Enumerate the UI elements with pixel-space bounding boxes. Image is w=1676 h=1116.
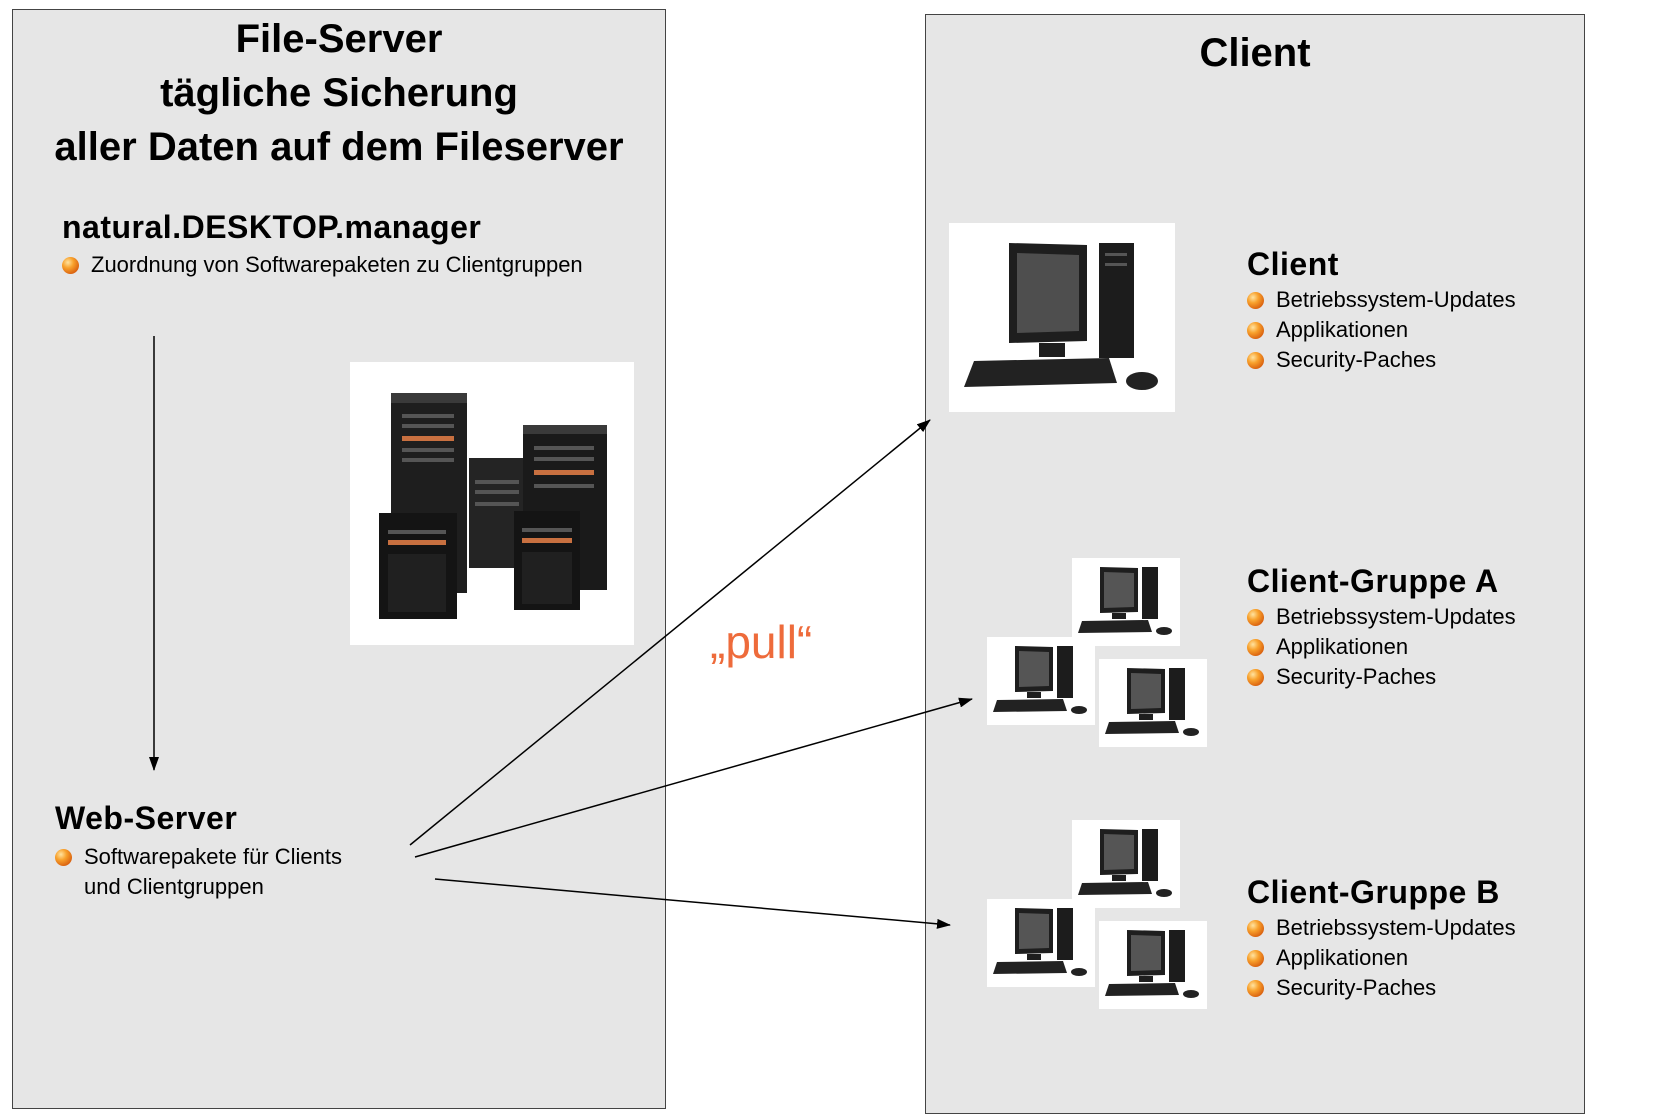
client-heading: Client bbox=[1247, 246, 1339, 282]
list-item: Security-Paches bbox=[1247, 973, 1516, 1003]
arrow-icon bbox=[414, 697, 973, 858]
file-server-title-line: aller Daten auf dem Fileserver bbox=[54, 125, 624, 169]
list-item: Applikationen bbox=[1247, 943, 1516, 973]
pull-label: „pull“ bbox=[710, 616, 813, 668]
bullet-orb-icon bbox=[55, 849, 72, 866]
manager-bullet-text: Zuordnung von Softwarepaketen zu Clientg… bbox=[91, 252, 583, 277]
desktop-computer-icon bbox=[1078, 567, 1172, 635]
bullet-text: Applikationen bbox=[1276, 945, 1409, 970]
bullet-text: Security-Paches bbox=[1276, 664, 1437, 689]
bullet-orb-icon bbox=[1247, 292, 1264, 309]
bullet-orb-icon bbox=[1247, 980, 1264, 997]
desktop-computer-icon bbox=[1105, 930, 1199, 998]
bullet-text: Security-Paches bbox=[1276, 347, 1437, 372]
web-server-heading: Web-Server bbox=[55, 800, 238, 836]
manager-bullet-list: Zuordnung von Softwarepaketen zu Clientg… bbox=[62, 250, 583, 280]
bullet-text: Betriebssystem-Updates bbox=[1276, 915, 1516, 940]
bullet-text: Betriebssystem-Updates bbox=[1276, 604, 1516, 629]
desktop-computer-icon bbox=[964, 243, 1158, 390]
web-server-bullet-text: Softwarepakete für Clients und Clientgru… bbox=[84, 844, 343, 899]
file-server-title-line: tägliche Sicherung bbox=[160, 71, 518, 115]
client-group-a-photo bbox=[1072, 558, 1180, 646]
desktop-computer-icon bbox=[1078, 829, 1172, 897]
client-group-a-heading: Client-Gruppe A bbox=[1247, 563, 1499, 599]
client-group-b-photo bbox=[1072, 820, 1180, 908]
client-group-a-bullet-list: Betriebssystem-Updates Applikationen Sec… bbox=[1247, 602, 1516, 692]
file-server-title-line: File-Server bbox=[235, 17, 443, 61]
arrow-icon bbox=[409, 419, 931, 846]
client-photo bbox=[949, 223, 1175, 412]
client-group-a-photo bbox=[987, 637, 1095, 725]
bullet-text: Betriebssystem-Updates bbox=[1276, 287, 1516, 312]
client-bullet-list: Betriebssystem-Updates Applikationen Sec… bbox=[1247, 285, 1516, 375]
client-group-b-photo bbox=[987, 899, 1095, 987]
bullet-text: Applikationen bbox=[1276, 634, 1409, 659]
list-item: Zuordnung von Softwarepaketen zu Clientg… bbox=[62, 250, 583, 280]
bullet-orb-icon bbox=[1247, 920, 1264, 937]
arrow-icon bbox=[434, 878, 951, 929]
bullet-orb-icon bbox=[1247, 322, 1264, 339]
file-server-title: File-Server tägliche Sicherung aller Dat… bbox=[12, 12, 666, 174]
desktop-computer-icon bbox=[1105, 668, 1199, 736]
server-rack-icon bbox=[379, 393, 607, 619]
list-item: Betriebssystem-Updates bbox=[1247, 285, 1516, 315]
client-group-a-photo bbox=[1099, 659, 1207, 747]
bullet-text: Security-Paches bbox=[1276, 975, 1437, 1000]
desktop-computer-icon bbox=[993, 646, 1087, 714]
client-group-b-photo bbox=[1099, 921, 1207, 1009]
list-item: Betriebssystem-Updates bbox=[1247, 913, 1516, 943]
bullet-orb-icon bbox=[1247, 669, 1264, 686]
list-item: Security-Paches bbox=[1247, 662, 1516, 692]
bullet-orb-icon bbox=[1247, 639, 1264, 656]
bullet-orb-icon bbox=[1247, 950, 1264, 967]
bullet-orb-icon bbox=[1247, 352, 1264, 369]
manager-heading: natural.DESKTOP.manager bbox=[62, 209, 482, 245]
bullet-orb-icon bbox=[62, 257, 79, 274]
server-photo bbox=[350, 362, 634, 645]
client-group-b-bullet-list: Betriebssystem-Updates Applikationen Sec… bbox=[1247, 913, 1516, 1003]
desktop-computer-icon bbox=[993, 908, 1087, 976]
list-item: Betriebssystem-Updates bbox=[1247, 602, 1516, 632]
client-panel-title: Client bbox=[1199, 31, 1311, 75]
list-item: Security-Paches bbox=[1247, 345, 1516, 375]
web-server-bullet-list: Softwarepakete für Clients und Clientgru… bbox=[55, 842, 384, 902]
bullet-text: Applikationen bbox=[1276, 317, 1409, 342]
list-item: Applikationen bbox=[1247, 315, 1516, 345]
list-item: Softwarepakete für Clients und Clientgru… bbox=[55, 842, 384, 902]
bullet-orb-icon bbox=[1247, 609, 1264, 626]
client-group-b-heading: Client-Gruppe B bbox=[1247, 874, 1500, 910]
list-item: Applikationen bbox=[1247, 632, 1516, 662]
